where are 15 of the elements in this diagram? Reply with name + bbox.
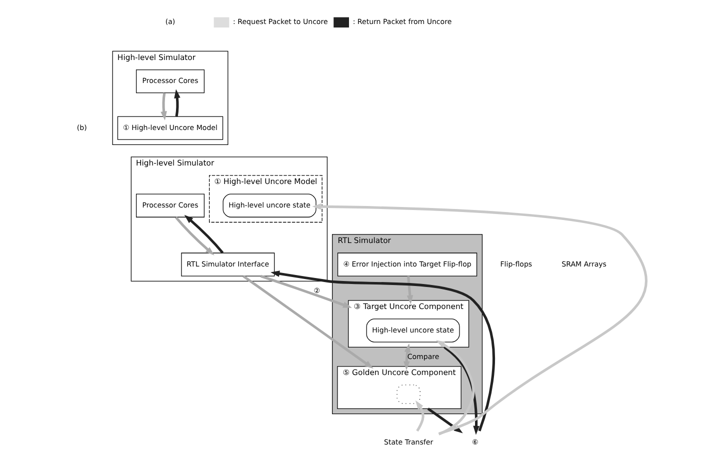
arrow: [260, 274, 352, 308]
arrow: [184, 214, 224, 254]
arrow: [312, 203, 648, 435]
arrow: [242, 275, 374, 369]
arrow: [174, 216, 214, 256]
arrow: [403, 343, 411, 370]
arrow: [174, 89, 180, 117]
arrow: [415, 400, 424, 432]
arrow: [436, 340, 475, 436]
arrow: [427, 408, 463, 434]
arrow: [406, 276, 414, 304]
arrow: [444, 346, 480, 435]
arrow: [270, 270, 495, 432]
arrow: [160, 92, 167, 120]
node-box: [396, 384, 420, 404]
